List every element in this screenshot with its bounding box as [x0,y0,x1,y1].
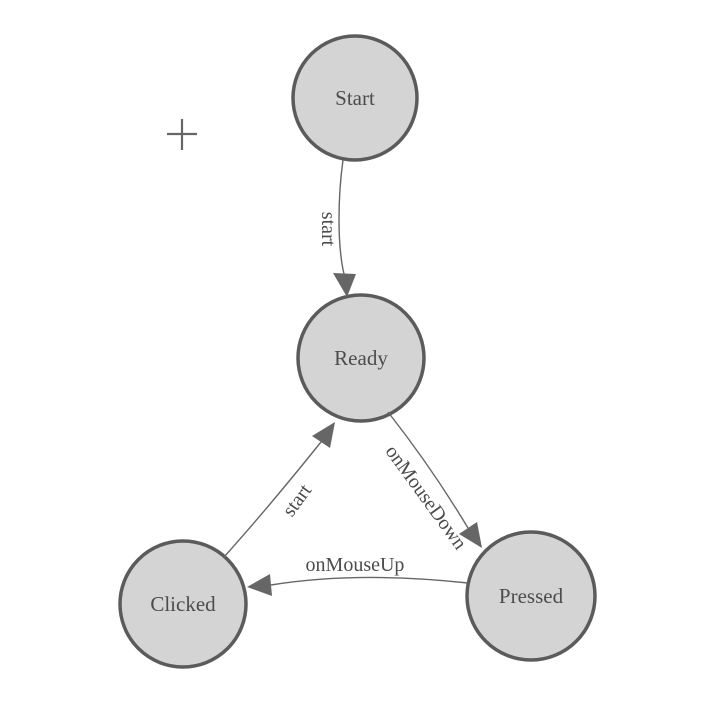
state-label-start: Start [335,86,375,110]
state-circle[interactable] [465,530,597,662]
transition-label: start [278,480,316,521]
state-node-clicked[interactable]: Clicked [118,539,248,669]
transition-label: onMouseUp [306,554,405,576]
state-node-ready[interactable]: Ready [296,293,426,423]
edge-line[interactable] [387,411,469,529]
transition-pressed-to-clicked[interactable]: onMouseUp [247,554,469,596]
edge-line[interactable] [270,576,469,586]
state-circle[interactable] [291,34,419,162]
state-label-clicked: Clicked [150,592,216,616]
state-circle[interactable] [296,293,426,423]
transition-label: start [317,212,339,247]
arrowhead-icon [459,522,482,548]
state-node-start[interactable]: Start [291,34,419,162]
transition-clicked-to-ready[interactable]: start [223,422,335,558]
arrowhead-icon [247,574,272,596]
edge-line[interactable] [338,159,345,275]
crosshair-plus-icon [167,119,197,150]
arrowhead-icon [312,422,335,448]
edge-line[interactable] [223,441,322,558]
transition-label: onMouseDown [381,441,471,554]
state-label-pressed: Pressed [499,584,564,608]
state-node-pressed[interactable]: Pressed [465,530,597,662]
transition-start-to-ready[interactable]: start [317,159,356,297]
transition-ready-to-pressed[interactable]: onMouseDown [381,411,482,554]
state-label-ready: Ready [334,346,388,370]
arrowhead-icon [333,273,356,297]
state-circle[interactable] [118,539,248,669]
